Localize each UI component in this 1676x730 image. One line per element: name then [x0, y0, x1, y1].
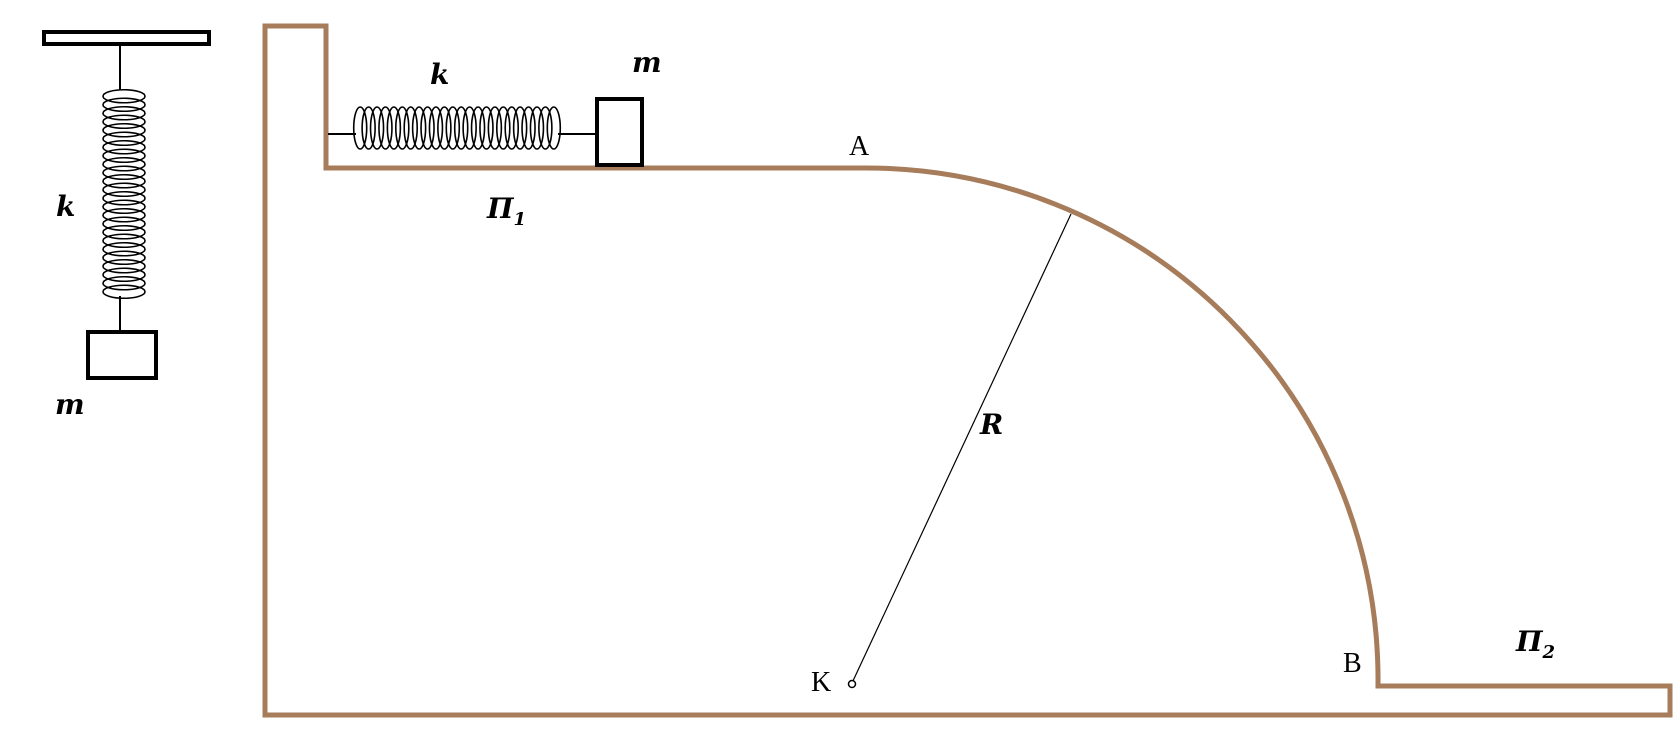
spring-coil-loop — [420, 106, 435, 150]
spring-coil-loop — [546, 106, 562, 150]
spring-coil-loop — [102, 190, 146, 206]
hanging-spring-coil — [102, 88, 146, 300]
plane-2-subscript: 2 — [1541, 642, 1555, 663]
horizontal-spring-label: k — [430, 58, 449, 91]
spring-coil-loop — [102, 241, 146, 257]
spring-coil-loop — [487, 106, 503, 150]
horizontal-spring-system: k m — [328, 46, 662, 167]
horizontal-mass-label: m — [632, 46, 662, 79]
spring-coil-loop — [378, 106, 393, 150]
spring-coil-loop — [504, 106, 520, 150]
spring-coil-loop — [102, 207, 146, 223]
spring-coil-loop — [102, 114, 146, 130]
spring-coil-loop — [102, 97, 146, 113]
track-outline — [262, 23, 1673, 718]
spring-coil-loop — [102, 258, 146, 274]
spring-coil-loop — [102, 131, 146, 147]
spring-coil-loop — [437, 106, 452, 150]
spring-coil-loop — [102, 182, 146, 198]
radius-label: R — [979, 408, 1003, 441]
hanging-mass-block — [86, 330, 158, 380]
spring-coil-loop — [521, 106, 536, 150]
point-a-label: A — [849, 131, 870, 162]
point-b-label: B — [1343, 648, 1362, 679]
spring-coil-loop — [529, 106, 545, 150]
horizontal-spring-coil — [352, 106, 562, 150]
spring-coil-loop — [102, 156, 146, 172]
spring-coil-loop — [102, 199, 146, 215]
spring-coil-loop — [102, 148, 146, 164]
spring-coil-loop — [102, 267, 146, 283]
plane-2-label: Π2 — [1515, 625, 1555, 663]
spring-coil-loop — [538, 106, 553, 150]
spring-coil-loop — [102, 139, 146, 155]
spring-coil-loop — [102, 233, 146, 249]
horizontal-mass-block — [595, 97, 644, 167]
spring-coil-loop — [102, 105, 146, 121]
spring-coil-loop — [102, 250, 146, 266]
spring-coil-loop — [369, 106, 385, 150]
spring-coil-loop — [102, 284, 146, 300]
point-k-label: K — [811, 667, 831, 698]
spring-coil-loop — [386, 106, 402, 150]
plane-2-symbol: Π — [1515, 625, 1544, 658]
spring-coil-loop — [479, 106, 494, 150]
spring-coil-loop — [102, 165, 146, 181]
spring-coil-loop — [352, 106, 368, 150]
spring-coil-loop — [102, 275, 146, 291]
spring-coil-loop — [453, 106, 469, 150]
spring-coil-loop — [102, 122, 146, 138]
spring-coil-loop — [495, 106, 511, 150]
spring-coil-loop — [102, 216, 146, 232]
spring-coil-loop — [403, 106, 419, 150]
hanging-spring-label: k — [56, 190, 75, 223]
plane-1-label: Π1 — [486, 192, 526, 230]
spring-coil-loop — [411, 106, 427, 150]
spring-coil-loop — [428, 106, 444, 150]
spring-coil-loop — [361, 106, 376, 150]
spring-coil-loop — [470, 106, 486, 150]
plane-1-subscript: 1 — [513, 209, 526, 230]
radius-line — [851, 213, 1072, 684]
ceiling-support — [42, 30, 211, 46]
spring-coil-loop — [102, 88, 146, 104]
spring-coil-loop — [102, 173, 146, 189]
hanging-mass-label: m — [55, 388, 85, 421]
spring-coil-loop — [394, 106, 410, 150]
spring-coil-loop — [462, 106, 477, 150]
spring-coil-loop — [445, 106, 461, 150]
hanging-spring-system: k m — [42, 30, 211, 421]
spring-coil-loop — [512, 106, 528, 150]
plane-1-symbol: Π — [486, 192, 515, 225]
spring-coil-loop — [102, 224, 146, 240]
center-point-k — [847, 679, 857, 689]
